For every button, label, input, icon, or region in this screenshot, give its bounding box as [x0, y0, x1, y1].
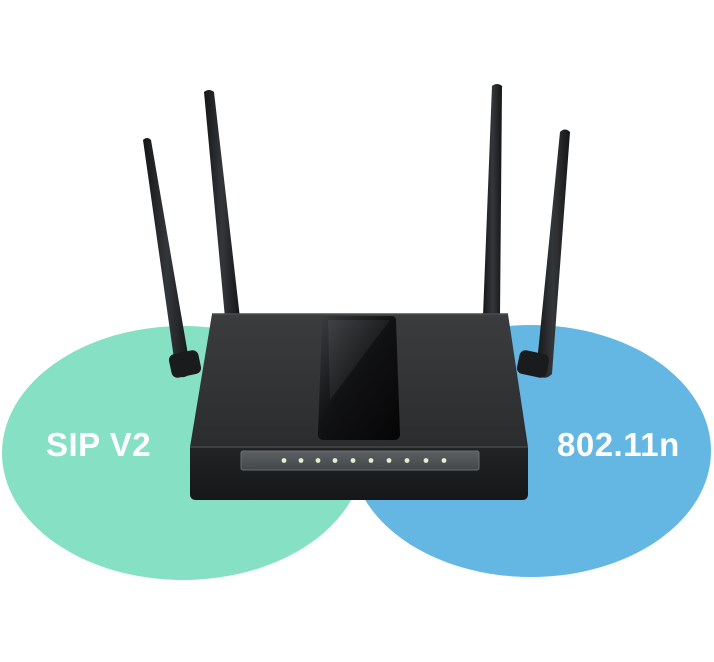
led-indicator: [368, 458, 374, 463]
led-strip: [240, 450, 480, 471]
led-indicator: [441, 458, 447, 463]
antenna-left-outer: [143, 138, 202, 378]
led-indicator: [404, 458, 410, 463]
led-indicator: [350, 458, 356, 463]
feature-label-sip: SIP V2: [46, 426, 152, 463]
antenna-left-inner: [204, 90, 240, 322]
led-indicator: [332, 458, 338, 463]
glossy-panel: [318, 316, 400, 440]
antenna-right-inner: [483, 84, 502, 320]
led-indicator: [315, 458, 321, 463]
antenna-right-outer: [516, 129, 570, 378]
led-indicator: [298, 458, 304, 463]
feature-label-wifi-standard: 802.11n: [557, 426, 680, 463]
led-indicator: [386, 458, 392, 463]
led-indicator: [281, 458, 287, 463]
led-indicator: [423, 458, 429, 463]
